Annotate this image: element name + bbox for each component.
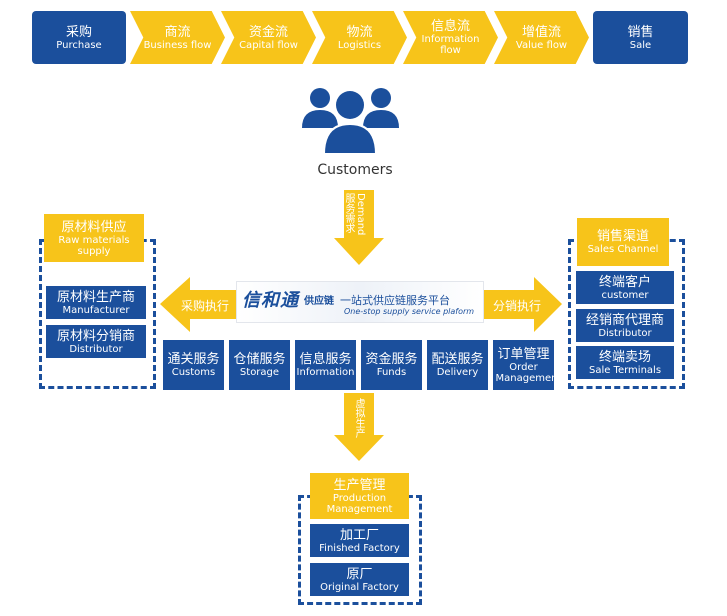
- flow-step-en: Purchase: [56, 39, 102, 51]
- flow-step-logistics: 物流 Logistics: [312, 11, 407, 64]
- platform-title-en: One-stop supply service plaform: [344, 307, 475, 316]
- sale-terminals-box: 终端卖场 Sale Terminals: [576, 346, 674, 379]
- flow-step-cn: 采购: [65, 24, 92, 40]
- distributor-cn: 原材料分销商: [56, 328, 135, 344]
- sale-terminals-en: Sale Terminals: [588, 364, 662, 376]
- customers-label: Customers: [317, 162, 393, 178]
- raw-materials-title-en: Raw materials supply: [58, 234, 130, 257]
- flow-step-cn: 资金流: [248, 24, 288, 40]
- service-customs: 通关服务 Customs: [163, 340, 224, 390]
- service-cn: 信息服务: [299, 352, 352, 367]
- flow-step-cn: 物流: [346, 24, 373, 40]
- service-cn: 订单管理: [497, 346, 550, 362]
- sales-channel-title-cn: 销售渠道: [596, 229, 649, 244]
- raw-materials-header: 原材料供应 Raw materials supply: [44, 214, 144, 262]
- service-cn: 通关服务: [167, 352, 220, 367]
- flow-step-en: Value flow: [515, 39, 568, 51]
- platform-logo-text: 信和通: [242, 290, 299, 311]
- raw-materials-title-cn: 原材料供应: [61, 219, 127, 235]
- distribution-label: 分销执行: [492, 299, 541, 313]
- service-funds: 资金服务 Funds: [361, 340, 422, 390]
- platform-logo-sub: 供应链: [304, 296, 334, 307]
- production-header: 生产管理 Production Management: [310, 473, 409, 519]
- flow-step-en: Business flow: [143, 39, 212, 51]
- service-storage: 仓储服务 Storage: [229, 340, 290, 390]
- demand-en: Demand: [355, 193, 366, 236]
- flow-step-cn: 销售: [627, 24, 654, 40]
- dealer-cn: 经销商代理商: [585, 312, 664, 328]
- flow-step-value: 增值流 Value flow: [494, 11, 589, 64]
- end-customer-cn: 终端客户: [598, 274, 651, 290]
- virtual-production-label: 虚拟生产: [353, 398, 364, 438]
- flow-step-purchase: 采购 Purchase: [32, 11, 126, 64]
- flow-step-capital: 资金流 Capital flow: [221, 11, 316, 64]
- finished-factory-box: 加工厂 Finished Factory: [310, 524, 409, 557]
- customers-icon: [302, 88, 399, 155]
- manufacturer-box: 原材料生产商 Manufacturer: [46, 286, 146, 319]
- distributor-en: Distributor: [69, 343, 123, 355]
- service-en: Funds: [376, 367, 407, 378]
- flow-step-business: 商流 Business flow: [130, 11, 225, 64]
- platform-logo: 信和通 供应链: [240, 286, 340, 318]
- service-cn: 配送服务: [431, 352, 484, 367]
- finished-factory-cn: 加工厂: [339, 527, 379, 543]
- original-factory-box: 原厂 Original Factory: [310, 563, 409, 596]
- sale-terminals-cn: 终端卖场: [598, 349, 651, 365]
- dealer-box: 经销商代理商 Distributor: [576, 309, 674, 342]
- service-cn: 仓储服务: [233, 352, 286, 367]
- original-factory-cn: 原厂: [346, 566, 373, 582]
- flow-step-en: Logistics: [337, 39, 382, 51]
- flow-step-cn: 信息流: [430, 19, 470, 34]
- flow-step-information: 信息流 Information flow: [403, 11, 498, 64]
- virtual-production-arrow: [334, 393, 384, 461]
- demand-cn: 服务需求: [343, 193, 354, 233]
- flow-step-cn: 商流: [164, 24, 191, 40]
- procurement-label: 采购执行: [180, 299, 229, 313]
- service-en: Customs: [171, 367, 216, 378]
- finished-factory-en: Finished Factory: [319, 542, 400, 554]
- distribution-arrow: [484, 277, 562, 332]
- sales-channel-header: 销售渠道 Sales Channel: [577, 218, 669, 266]
- original-factory-en: Original Factory: [320, 581, 399, 593]
- service-en: Information: [296, 367, 355, 378]
- platform-banner: [236, 281, 484, 323]
- production-title-en: Production Management: [326, 492, 393, 515]
- service-cn: 资金服务: [365, 352, 418, 367]
- manufacturer-en: Manufacturer: [62, 304, 130, 316]
- service-en: Delivery: [436, 367, 479, 378]
- flow-step-sale: 销售 Sale: [593, 11, 688, 64]
- flow-step-cn: 增值流: [521, 24, 561, 40]
- flow-step-en: Capital flow: [239, 39, 298, 51]
- demand-arrow: [334, 190, 384, 265]
- flow-step-en: Sale: [629, 39, 652, 51]
- end-customer-box: 终端客户 customer: [576, 271, 674, 304]
- end-customer-en: customer: [601, 289, 649, 301]
- dealer-en: Distributor: [598, 327, 652, 339]
- flow-step-en: Information flow: [421, 34, 480, 56]
- production-title-cn: 生产管理: [333, 477, 386, 493]
- procurement-arrow: [160, 277, 242, 332]
- platform-title-cn: 一站式供应链服务平台: [340, 294, 450, 307]
- service-delivery: 配送服务 Delivery: [427, 340, 488, 390]
- sales-channel-title-en: Sales Channel: [587, 244, 659, 255]
- service-order-management: 订单管理 Order Management: [493, 340, 562, 390]
- service-en: Storage: [239, 367, 280, 378]
- manufacturer-cn: 原材料生产商: [56, 289, 135, 305]
- service-en: Order Management: [495, 361, 562, 384]
- service-information: 信息服务 Information: [295, 340, 356, 390]
- distributor-box: 原材料分销商 Distributor: [46, 325, 146, 358]
